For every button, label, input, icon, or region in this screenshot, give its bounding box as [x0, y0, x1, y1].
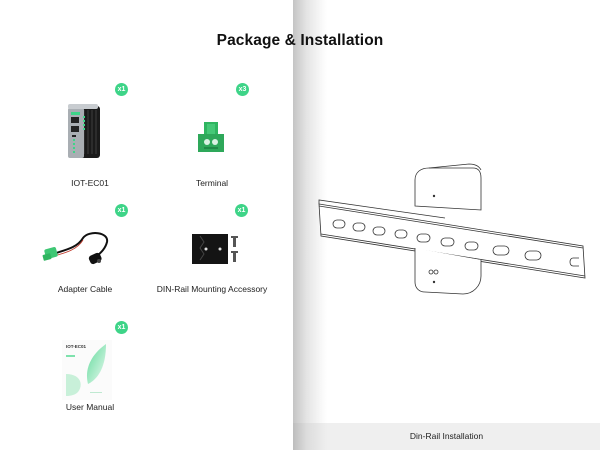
item-label: User Manual: [65, 402, 115, 412]
package-item-din-rail-accessory: x1 DIN-Rail Mounting Accessory: [152, 200, 272, 300]
item-label: DIN-Rail Mounting Accessory: [156, 284, 268, 294]
terminal-block-icon: [198, 122, 224, 152]
item-label: Terminal: [195, 178, 229, 188]
gateway-device-icon: [68, 104, 100, 158]
installation-caption-bar: Din-Rail Installation: [293, 423, 600, 450]
package-item-adapter-cable: x1 Adapter Cable: [25, 200, 145, 300]
quantity-badge: x1: [115, 83, 128, 96]
din-rail-installation-illustration: [318, 163, 586, 295]
installation-panel: Din-Rail Installation: [293, 0, 600, 450]
din-rail-bracket-icon: [192, 234, 238, 264]
adapter-cable-icon: [42, 232, 109, 265]
quantity-badge: x1: [235, 204, 248, 217]
installation-caption: Din-Rail Installation: [409, 431, 484, 441]
page-title: Package & Installation: [216, 32, 384, 49]
quantity-badge: x1: [115, 204, 128, 217]
user-manual-icon: [62, 340, 112, 400]
item-label: IOT-EC01: [71, 178, 109, 188]
package-contents-panel: x1 IOT-EC01 x3 Term: [0, 0, 293, 450]
item-label: Adapter Cable: [57, 284, 113, 294]
manual-cover-text: IOT-EC01: [66, 344, 87, 349]
caption-shadow: [293, 423, 327, 450]
quantity-badge: x3: [236, 83, 249, 96]
package-item-terminal: x3 Terminal: [152, 78, 272, 190]
quantity-badge: x1: [115, 321, 128, 334]
package-item-iot-ec01: x1 IOT-EC01: [30, 78, 150, 190]
package-item-user-manual: x1 IOT-EC01 User Manual: [30, 318, 150, 418]
